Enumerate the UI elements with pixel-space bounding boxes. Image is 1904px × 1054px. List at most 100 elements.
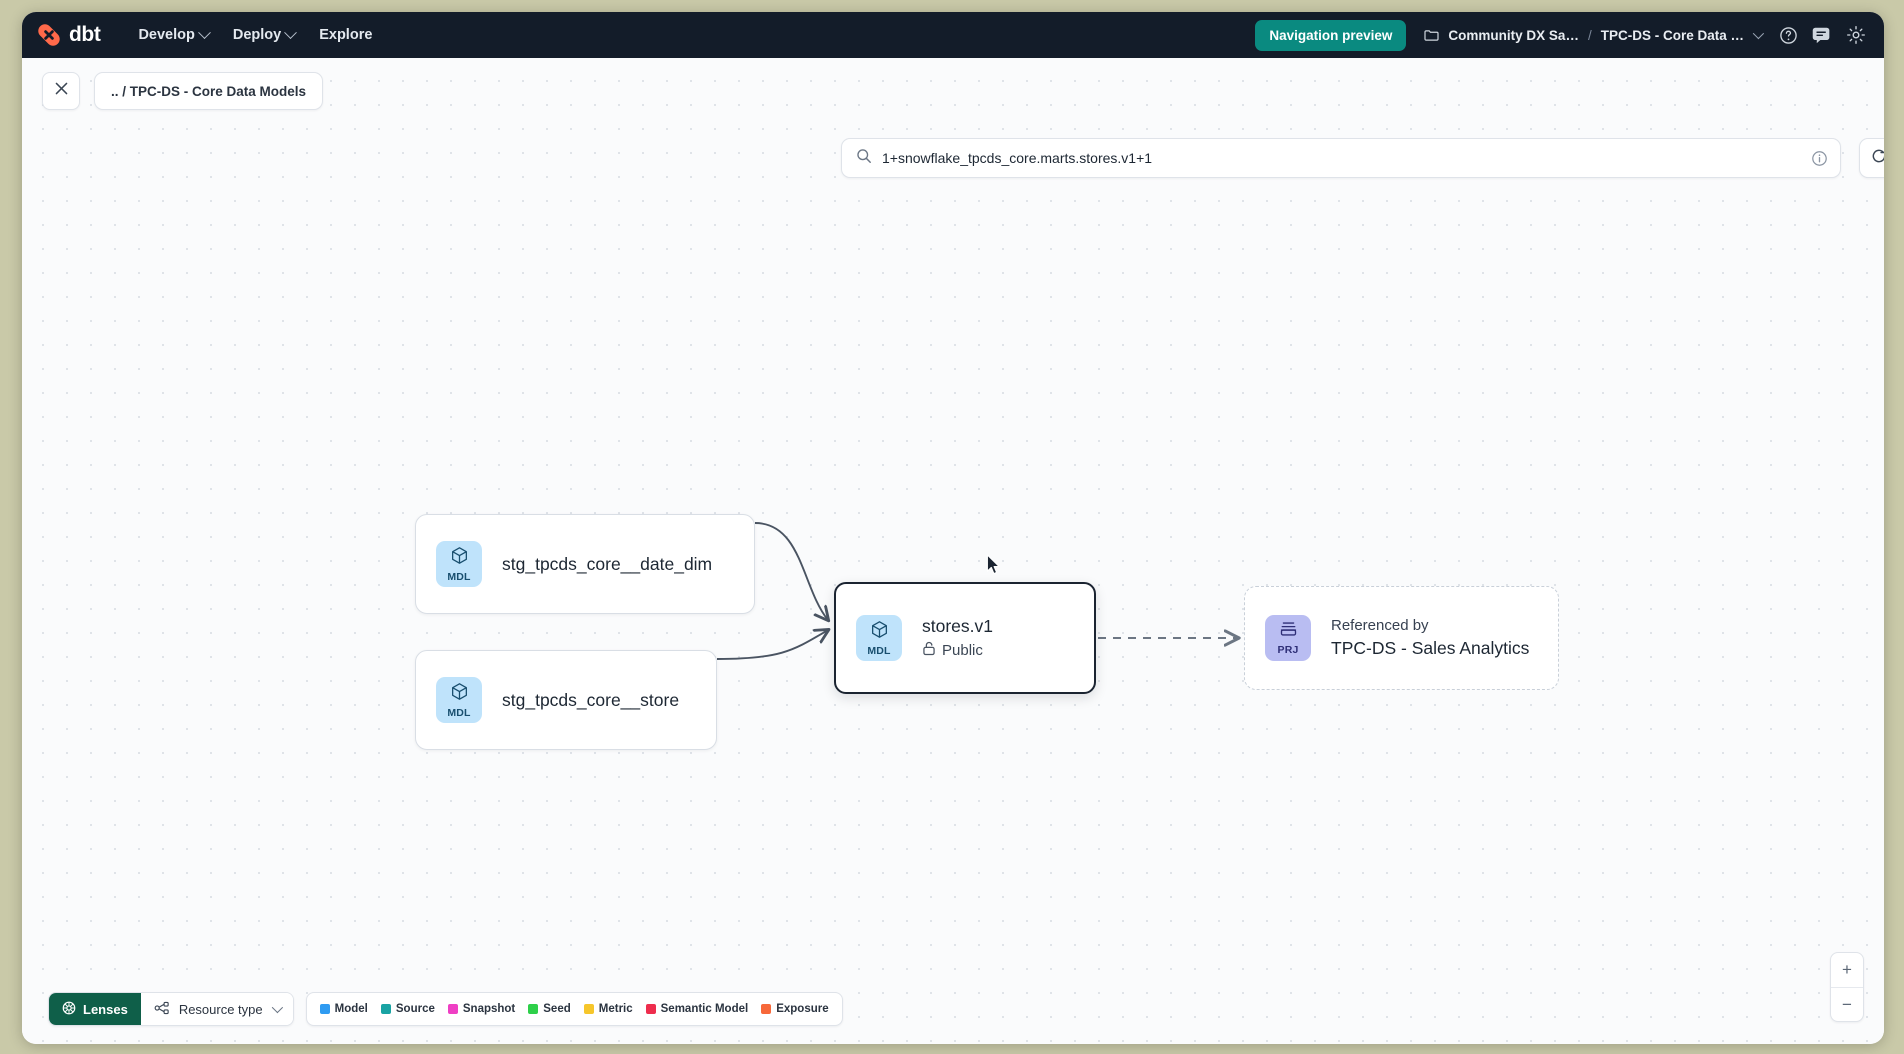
refresh-icon — [1870, 147, 1884, 170]
brand-text: dbt — [69, 23, 101, 46]
node-title: TPC-DS - Sales Analytics — [1331, 638, 1530, 658]
cube-icon — [870, 620, 889, 644]
legend-swatch — [761, 1004, 772, 1014]
node-badge-label: MDL — [447, 570, 471, 583]
node-badge-label: PRJ — [1277, 644, 1299, 656]
node-badge-label: MDL — [867, 644, 891, 657]
top-navigation-bar: dbt Develop Deploy Explore Navigation pr… — [22, 12, 1884, 58]
node-access-label: Public — [942, 642, 983, 659]
node-body: stg_tpcds_core__date_dim — [502, 554, 712, 575]
search-icon — [856, 148, 872, 169]
chevron-down-icon[interactable] — [1752, 27, 1765, 40]
lineage-canvas[interactable]: .. / TPC-DS - Core Data Models — [22, 58, 1884, 1044]
legend-item-source: Source — [380, 1003, 435, 1015]
legend-swatch — [645, 1004, 656, 1014]
legend-swatch — [528, 1004, 539, 1014]
top-bar-icon-group — [1779, 25, 1866, 45]
nav-deploy-label: Deploy — [232, 27, 282, 43]
path-breadcrumb-pill[interactable]: .. / TPC-DS - Core Data Models — [94, 72, 324, 110]
legend-label: Source — [395, 1003, 435, 1015]
legend-label: Model — [334, 1003, 368, 1015]
legend-swatch — [319, 1004, 330, 1014]
node-badge-model: MDL — [436, 677, 482, 723]
canvas-toolbar: .. / TPC-DS - Core Data Models — [22, 58, 1884, 124]
resource-type-label: Resource type — [178, 1001, 263, 1017]
feedback-icon[interactable] — [1812, 26, 1832, 45]
nav-develop-label: Develop — [138, 27, 195, 43]
legend-label: Snapshot — [462, 1003, 516, 1015]
resource-type-icon — [154, 1001, 170, 1018]
legend-label: Exposure — [776, 1003, 829, 1015]
node-body: stores.v1 Public — [922, 616, 993, 660]
folder-icon — [1424, 29, 1440, 42]
lineage-edges — [716, 522, 1884, 660]
graph-node-stg-tpcds-core-date-dim[interactable]: MDL stg_tpcds_core__date_dim — [415, 514, 755, 614]
lineage-search-box[interactable] — [841, 138, 1841, 178]
search-input[interactable] — [882, 150, 1811, 166]
node-title: stores.v1 — [922, 616, 993, 636]
close-icon — [54, 81, 69, 101]
node-title: stg_tpcds_core__date_dim — [502, 553, 713, 574]
nav-item-deploy[interactable]: Deploy — [221, 20, 307, 50]
cube-icon — [450, 682, 469, 706]
legend-label: Seed — [543, 1003, 571, 1015]
nav-item-develop[interactable]: Develop — [126, 20, 220, 50]
chevron-down-icon — [198, 25, 211, 39]
dbt-logo-icon — [36, 22, 62, 48]
legend-swatch — [583, 1004, 594, 1014]
app-window: dbt Develop Deploy Explore Navigation pr… — [22, 12, 1884, 1044]
legend-label: Metric — [598, 1003, 633, 1015]
zoom-controls: + − — [1830, 952, 1864, 1022]
navigation-preview-button[interactable]: Navigation preview — [1255, 19, 1407, 51]
lineage-graph: MDL stg_tpcds_core__date_dim MDL — [22, 58, 1884, 1044]
breadcrumb: Community DX Sa… / TPC-DS - Core Data … — [1424, 27, 1765, 43]
chevron-down-icon — [271, 1001, 283, 1014]
node-body: Referenced by TPC-DS - Sales Analytics — [1331, 617, 1529, 659]
node-body: stg_tpcds_core__store — [502, 690, 679, 711]
zoom-out-button[interactable]: − — [1831, 987, 1863, 1021]
close-lineage-button[interactable] — [42, 72, 80, 110]
node-badge-project: PRJ — [1265, 615, 1311, 661]
edge-date-dim-to-stores — [754, 522, 828, 620]
legend-item-semantic-model: Semantic Model — [645, 1003, 749, 1015]
legend-item-metric: Metric — [583, 1003, 633, 1015]
help-icon[interactable] — [1779, 26, 1798, 45]
legend-item-snapshot: Snapshot — [447, 1003, 516, 1015]
settings-gear-icon[interactable] — [1846, 25, 1866, 45]
legend-label: Semantic Model — [660, 1003, 749, 1015]
zoom-in-button[interactable]: + — [1842, 960, 1852, 979]
legend-item-exposure: Exposure — [761, 1003, 829, 1015]
legend-swatch — [447, 1004, 458, 1014]
legend-swatch — [380, 1004, 391, 1014]
node-title: stg_tpcds_core__store — [502, 689, 680, 710]
chevron-down-icon — [284, 25, 298, 39]
lenses-button[interactable]: Lenses — [49, 993, 141, 1025]
nav-explore-label: Explore — [319, 27, 373, 43]
node-badge-model: MDL — [856, 615, 902, 661]
node-kicker: Referenced by — [1331, 617, 1429, 634]
breadcrumb-separator: / — [1587, 27, 1592, 43]
project-stack-icon — [1279, 620, 1298, 643]
breadcrumb-account[interactable]: Community DX Sa… — [1448, 27, 1579, 43]
lenses-control-group: Lenses Resource type — [48, 992, 294, 1026]
info-icon[interactable] — [1811, 150, 1828, 167]
breadcrumb-project[interactable]: TPC-DS - Core Data … — [1600, 27, 1744, 43]
node-access-row: Public — [922, 641, 993, 660]
graph-node-referenced-by-project[interactable]: PRJ Referenced by TPC-DS - Sales Analyti… — [1244, 586, 1559, 690]
edge-store-to-stores — [716, 630, 828, 660]
resource-type-legend: Model Source Snapshot Seed Metric — [305, 992, 843, 1026]
unlock-icon — [922, 641, 936, 660]
node-badge-label: MDL — [447, 706, 471, 719]
refresh-lineage-button[interactable] — [1859, 138, 1884, 178]
lens-icon — [62, 1001, 76, 1018]
legend-item-seed: Seed — [528, 1003, 571, 1015]
nav-item-explore[interactable]: Explore — [307, 20, 384, 50]
lenses-label: Lenses — [83, 1001, 128, 1017]
cube-icon — [450, 546, 469, 570]
canvas-bottom-bar: Lenses Resource type — [48, 992, 843, 1026]
resource-type-filter[interactable]: Resource type — [140, 993, 293, 1025]
node-badge-model: MDL — [436, 541, 482, 587]
dbt-logo[interactable]: dbt — [36, 22, 101, 48]
graph-node-stg-tpcds-core-store[interactable]: MDL stg_tpcds_core__store — [415, 650, 717, 750]
graph-node-stores-v1[interactable]: MDL stores.v1 Public — [834, 582, 1096, 694]
